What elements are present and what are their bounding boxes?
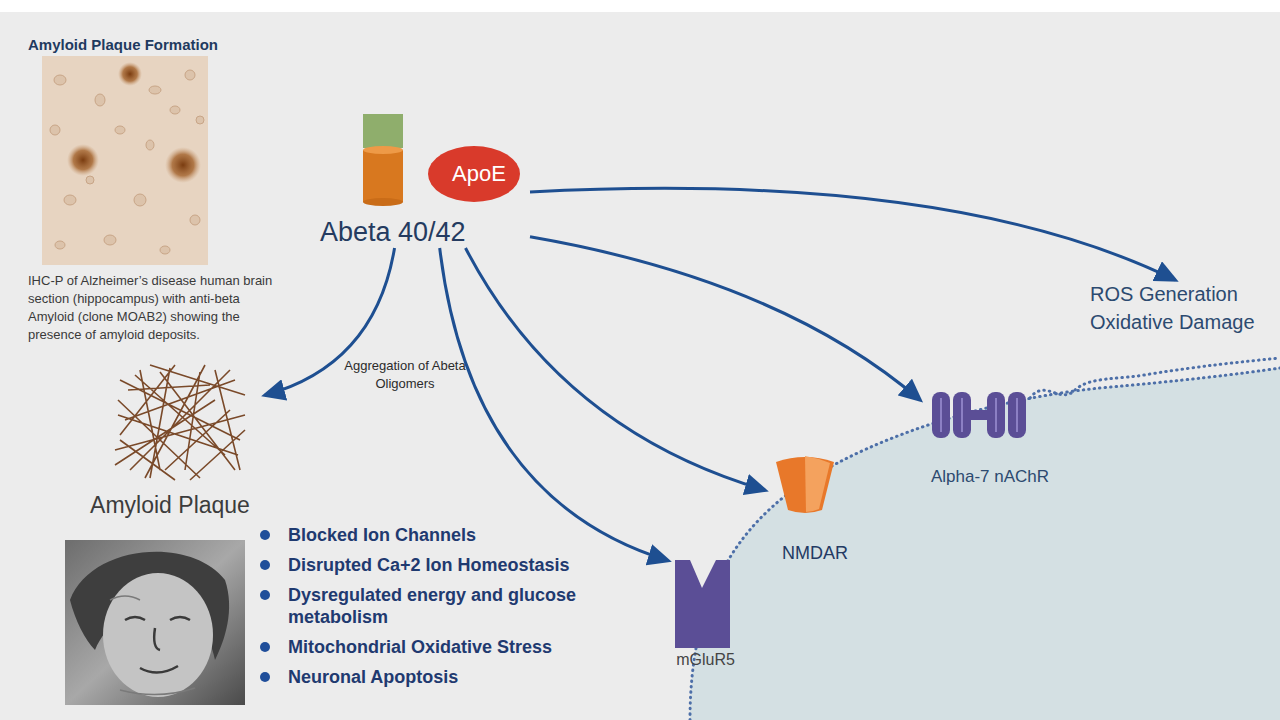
arrow-connector xyxy=(466,248,766,490)
receptor-shape xyxy=(675,560,730,648)
bullet-dot xyxy=(260,642,270,652)
ihc-micrograph xyxy=(42,56,208,265)
bullet-item: Dysregulated energy and glucose metaboli… xyxy=(258,584,598,628)
bullet-dot xyxy=(260,560,270,570)
face xyxy=(103,573,213,697)
bullet-item: Blocked Ion Channels xyxy=(258,524,598,546)
node-title: ApoE xyxy=(452,158,506,190)
receptor-shape xyxy=(776,457,834,513)
amyloid-deposit xyxy=(118,62,142,86)
bullet-text: Dysregulated energy and glucose metaboli… xyxy=(288,585,576,627)
receptor-node: mGluR5 xyxy=(668,556,743,671)
arrow-connector xyxy=(530,188,1175,280)
orange-block-top xyxy=(363,146,403,154)
apoe-ellipse: ApoE xyxy=(428,146,520,202)
abeta-node: Abeta 40/42 ApoE xyxy=(315,108,530,248)
node-caption: IHC-P of Alzheimer’s disease human brain… xyxy=(28,272,280,344)
node-title: NMDAR xyxy=(782,541,848,565)
receptor-node: NMDAR xyxy=(765,450,865,565)
receptor-link xyxy=(970,410,988,420)
outcome-text-node: ROS Generation Oxidative Damage xyxy=(1090,280,1275,338)
face-features xyxy=(125,617,190,673)
amyloid-deposit xyxy=(67,144,99,176)
bullet-dot xyxy=(260,530,270,540)
bullet-item: Mitochondrial Oxidative Stress xyxy=(258,636,598,658)
orange-block xyxy=(363,150,403,202)
green-block xyxy=(363,114,403,148)
bullet-text: Blocked Ion Channels xyxy=(288,525,476,545)
abeta-cylinder-icon xyxy=(363,114,403,206)
elderly-woman-photo xyxy=(65,540,245,705)
arrow-connector xyxy=(440,248,668,561)
amyloid-fibrils xyxy=(115,365,245,480)
node-title: Abeta 40/42 xyxy=(320,216,466,248)
arrow-connector xyxy=(530,237,920,400)
bullet-item: Neuronal Apoptosis xyxy=(258,666,598,688)
alpha7-nachr-receptor xyxy=(932,392,1026,438)
arrow-connector xyxy=(265,248,395,395)
photo-background xyxy=(65,540,245,705)
cell-membrane-fold xyxy=(1030,358,1280,398)
cell-membrane xyxy=(690,368,1280,720)
micrograph-background xyxy=(42,56,208,265)
ellipse-fill xyxy=(428,146,520,202)
receptor-node: Alpha-7 nAChR xyxy=(920,388,1060,488)
orange-block-base xyxy=(363,198,403,206)
node-title: Alpha-7 nAChR xyxy=(931,465,1049,488)
edge-label: Aggregation of Abeta Oligomers xyxy=(340,357,470,393)
micrograph-panel: Amyloid Plaque FormationIHC-P of Alzheim… xyxy=(28,36,283,356)
mglur5-receptor xyxy=(675,560,730,648)
node-title: mGluR5 xyxy=(676,649,735,671)
subunit-lines xyxy=(941,398,1017,432)
nmdar-receptor xyxy=(776,456,834,513)
micrograph-cells xyxy=(50,70,204,254)
bullet-item: Disrupted Ca+2 Ion Homeostasis xyxy=(258,554,598,576)
node-title: ROS Generation Oxidative Damage xyxy=(1090,280,1275,336)
top-band xyxy=(0,0,1280,12)
bullet-text: Mitochondrial Oxidative Stress xyxy=(288,637,552,657)
bullet-dot xyxy=(260,672,270,682)
bullet-dot xyxy=(260,590,270,600)
node-title: Amyloid Plaque Formation xyxy=(28,36,283,54)
bullet-text: Disrupted Ca+2 Ion Homeostasis xyxy=(288,555,570,575)
wrinkles xyxy=(110,596,195,695)
amyloid-deposit xyxy=(165,147,201,183)
bullet-list: Blocked Ion ChannelsDisrupted Ca+2 Ion H… xyxy=(258,524,598,696)
receptor-highlight xyxy=(805,456,830,512)
bullet-text: Neuronal Apoptosis xyxy=(288,667,458,687)
plaque-node: Amyloid Plaque xyxy=(75,360,265,520)
node-title: Amyloid Plaque xyxy=(90,491,250,520)
neuron-cell-body xyxy=(690,368,1280,720)
